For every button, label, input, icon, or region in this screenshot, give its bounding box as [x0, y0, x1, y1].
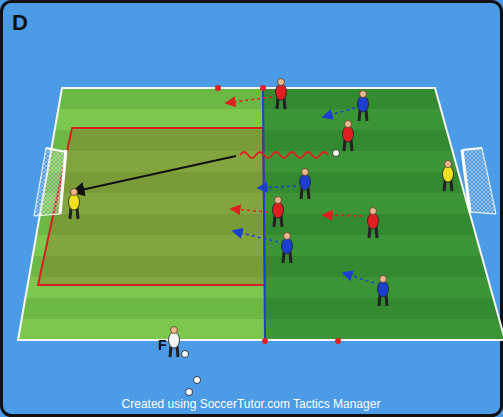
player-head [370, 208, 377, 215]
player-head [284, 233, 291, 240]
coach-label: F [158, 337, 167, 353]
watermark: Created using SoccerTutor.com Tactics Ma… [122, 397, 381, 411]
player-head [171, 327, 178, 334]
player-head [380, 276, 387, 283]
player-body [358, 96, 369, 112]
left-goal [34, 148, 66, 216]
player-head [360, 91, 367, 98]
right-goal [462, 148, 496, 214]
player-body [343, 126, 354, 142]
player-head [345, 121, 352, 128]
player-head [71, 189, 78, 196]
player-head [275, 197, 282, 204]
player-body [443, 166, 454, 182]
player-head [445, 161, 452, 168]
player-body [282, 238, 293, 254]
player-body [169, 332, 180, 348]
player-head [278, 79, 285, 86]
player-body [69, 194, 80, 210]
player-body [276, 84, 287, 100]
players [69, 79, 454, 358]
player-head [302, 169, 309, 176]
player-body [368, 213, 379, 229]
player-body [273, 202, 284, 218]
drill-letter: D [12, 10, 28, 36]
player-body [378, 281, 389, 297]
player-body [300, 174, 311, 190]
